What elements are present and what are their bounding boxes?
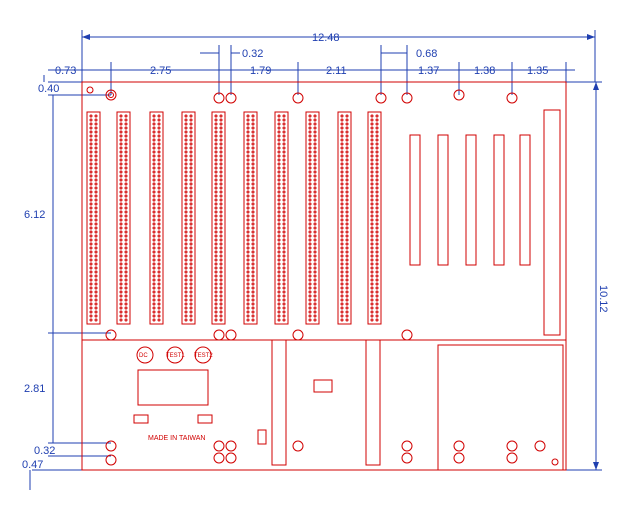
connector-column — [465, 134, 477, 266]
test1-label: TEST1 — [166, 353, 185, 359]
slot — [149, 111, 164, 325]
slot — [274, 111, 289, 325]
dim-left-2: 6.12 — [24, 209, 45, 221]
slot — [243, 111, 258, 325]
dim-left-3: 2.81 — [24, 383, 45, 395]
slot — [116, 111, 131, 325]
dimension-labels: 12.48 0.73 2.75 1.79 2.11 1.37 1.38 1.35… — [22, 32, 609, 471]
dimension-lines — [29, 30, 602, 490]
mounting-holes — [86, 86, 559, 466]
power-connector — [543, 109, 561, 336]
dim-top-upper-2: 0.68 — [416, 48, 437, 60]
ide-connectors — [271, 339, 381, 466]
dim-top-3: 1.79 — [250, 65, 271, 77]
dim-right-total: 10.12 — [597, 285, 609, 313]
dim-left-5: 0.47 — [22, 459, 43, 471]
dim-top-upper-1: 0.32 — [242, 48, 263, 60]
slot — [181, 111, 196, 325]
expansion-slots — [86, 111, 382, 325]
slot — [337, 111, 352, 325]
dim-top-1: 0.73 — [55, 65, 76, 77]
connector-column — [519, 134, 531, 266]
dim-top-4: 2.11 — [326, 65, 347, 77]
connector-column — [437, 134, 449, 266]
dim-top-7: 1.35 — [527, 65, 548, 77]
dim-left-4: 0.32 — [34, 445, 55, 457]
dim-top-total: 12.48 — [312, 32, 340, 44]
slot — [367, 111, 382, 325]
dim-top-2: 2.75 — [150, 65, 171, 77]
connector-column — [493, 134, 505, 266]
test2-label: TEST2 — [194, 353, 213, 359]
board-outline — [81, 81, 567, 471]
made-in-taiwan-label: MADE IN TAIWAN — [148, 435, 205, 442]
connector-blocks — [409, 109, 561, 336]
jumper-blocks — [133, 379, 333, 445]
dim-left-1: 0.40 — [38, 83, 59, 95]
slot — [211, 111, 226, 325]
dc-label: DC — [139, 353, 148, 359]
slot — [86, 111, 101, 325]
dim-top-6: 1.38 — [474, 65, 495, 77]
slot — [305, 111, 320, 325]
test-points: DC TEST1 TEST2 — [136, 346, 213, 364]
dim-top-5: 1.37 — [418, 65, 439, 77]
connector-column — [409, 134, 421, 266]
